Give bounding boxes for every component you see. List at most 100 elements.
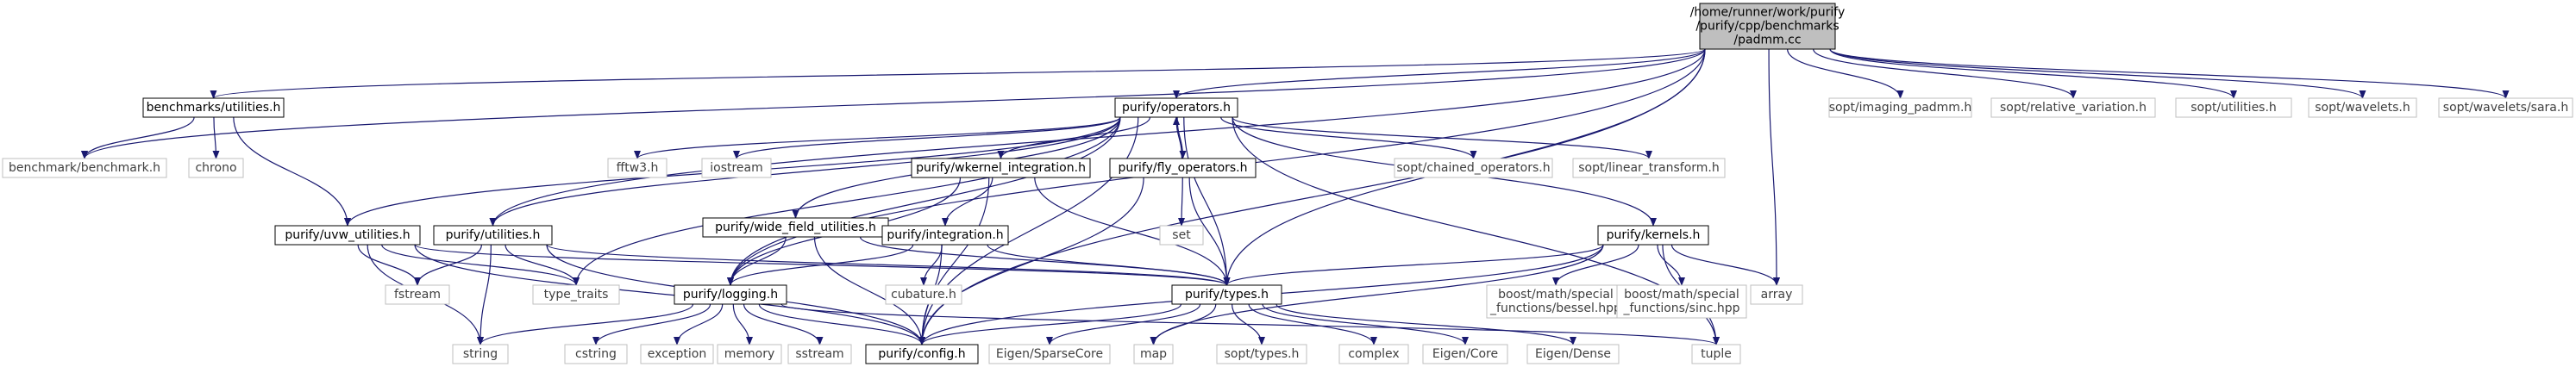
node-sopt_types-label-0: sopt/types.h xyxy=(1225,347,1300,361)
node-purify_utilities[interactable]: purify/utilities.h xyxy=(433,225,553,246)
edge-fly_operators-to-operators xyxy=(1173,116,1182,159)
node-linear_transform-label-0: sopt/linear_transform.h xyxy=(1578,161,1720,175)
edge-purify_utilities-to-fstream xyxy=(414,244,482,286)
node-linear_transform: sopt/linear_transform.h xyxy=(1572,158,1726,178)
edge-types-to-config xyxy=(918,303,1182,345)
node-memory: memory xyxy=(717,344,782,364)
node-map-label-0: map xyxy=(1140,347,1167,361)
edge-kernels-to-sinc xyxy=(1657,244,1685,286)
node-wavelets-box xyxy=(2308,97,2417,118)
edge-kernels-to-array xyxy=(1670,244,1780,286)
node-integration[interactable]: purify/integration.h xyxy=(881,225,1009,246)
node-exception-label-0: exception xyxy=(648,347,706,361)
node-purify_utilities-box xyxy=(433,225,553,246)
node-sinc-label-0: boost/math/special xyxy=(1624,288,1739,302)
node-kernels[interactable]: purify/kernels.h xyxy=(1597,225,1709,246)
node-sopt_utilities-label-0: sopt/utilities.h xyxy=(2191,101,2277,115)
node-array: array xyxy=(1750,284,1803,305)
node-string-box xyxy=(452,344,509,364)
node-bessel-label-1: _functions/bessel.hpp xyxy=(1489,302,1621,315)
node-eigen_core-label-0: Eigen/Core xyxy=(1432,347,1498,361)
node-wavelets: sopt/wavelets.h xyxy=(2308,97,2417,118)
node-fftw3-box xyxy=(607,158,668,178)
node-uvw_utilities-box xyxy=(274,225,421,246)
node-purify_utilities-label-0: purify/utilities.h xyxy=(446,228,541,242)
node-types[interactable]: purify/types.h xyxy=(1171,284,1282,305)
node-tuple: tuple xyxy=(1691,344,1741,364)
edge-operators-to-purify_utilities xyxy=(489,116,1121,227)
node-string: string xyxy=(452,344,509,364)
edge-root-to-operators xyxy=(1173,48,1706,99)
edge-purify_utilities-to-string xyxy=(477,244,492,345)
edge-purify_utilities-to-type_traits xyxy=(505,244,580,286)
node-iostream-label-0: iostream xyxy=(710,161,763,175)
edge-wide_field-to-types xyxy=(859,236,1231,286)
node-imaging_padmm: sopt/imaging_padmm.h xyxy=(1828,97,1972,118)
edge-operators-to-types xyxy=(1183,116,1231,286)
edge-uvw_utilities-to-type_traits xyxy=(381,244,580,286)
node-config-box xyxy=(865,344,979,364)
node-eigen_dense-box xyxy=(1526,344,1620,364)
edge-types-to-eigen_dense xyxy=(1275,303,1576,345)
node-type_traits: type_traits xyxy=(532,284,620,305)
node-sinc-box xyxy=(1616,284,1747,319)
edge-fly_operators-to-set xyxy=(1178,177,1186,227)
edge-bench_utilities-to-benchmark xyxy=(81,116,195,159)
node-wide_field[interactable]: purify/wide_field_utilities.h xyxy=(702,217,889,238)
edge-logging-to-string xyxy=(477,303,694,345)
node-wkernel[interactable]: purify/wkernel_integration.h xyxy=(911,158,1091,178)
node-eigen_core: Eigen/Core xyxy=(1422,344,1508,364)
node-root-label-2: /padmm.cc xyxy=(1733,34,1801,47)
edge-wide_field-to-config xyxy=(813,236,925,345)
node-cstring-box xyxy=(564,344,628,364)
node-fly_operators[interactable]: purify/fly_operators.h xyxy=(1109,158,1257,178)
edge-logging-to-tuple xyxy=(780,303,1720,345)
node-eigen_core-box xyxy=(1422,344,1508,364)
node-integration-label-0: purify/integration.h xyxy=(887,228,1003,242)
node-complex-box xyxy=(1338,344,1409,364)
node-logging-label-0: purify/logging.h xyxy=(683,288,778,302)
edge-root-to-bench_utilities xyxy=(210,48,1706,99)
node-fly_operators-box xyxy=(1109,158,1257,178)
node-relative_variation-label-0: sopt/relative_variation.h xyxy=(2000,101,2147,115)
node-fstream-box xyxy=(385,284,450,305)
edge-root-to-imaging_padmm xyxy=(1787,48,1904,99)
node-string-label-0: string xyxy=(463,347,498,361)
edge-logging-to-config xyxy=(758,303,925,345)
node-sopt_utilities: sopt/utilities.h xyxy=(2175,97,2292,118)
node-cubature-label-0: cubature.h xyxy=(891,288,956,302)
node-bench_utilities[interactable]: benchmarks/utilities.h xyxy=(142,97,285,118)
node-fly_operators-label-0: purify/fly_operators.h xyxy=(1118,161,1247,175)
node-uvw_utilities-label-0: purify/uvw_utilities.h xyxy=(285,228,410,242)
node-sstream: sstream xyxy=(787,344,852,364)
node-benchmark-label-0: benchmark/benchmark.h xyxy=(9,161,160,175)
node-sstream-box xyxy=(787,344,852,364)
node-logging[interactable]: purify/logging.h xyxy=(674,284,787,305)
node-map: map xyxy=(1133,344,1174,364)
node-root-label-0: /home/runner/work/purify xyxy=(1690,6,1846,20)
node-iostream-box xyxy=(701,158,772,178)
node-array-label-0: array xyxy=(1761,288,1793,302)
node-logging-box xyxy=(674,284,787,305)
node-bench_utilities-box xyxy=(142,97,285,118)
edge-root-to-relative_variation xyxy=(1813,48,2077,99)
edge-types-to-complex xyxy=(1248,303,1377,345)
node-operators-label-0: purify/operators.h xyxy=(1122,101,1231,115)
node-config[interactable]: purify/config.h xyxy=(865,344,979,364)
edge-kernels-to-bessel xyxy=(1552,244,1639,286)
node-chrono-box xyxy=(188,158,244,178)
node-array-box xyxy=(1750,284,1803,305)
node-sinc: boost/math/special_functions/sinc.hpp xyxy=(1616,284,1747,319)
node-operators-box xyxy=(1114,97,1238,118)
node-linear_transform-box xyxy=(1572,158,1726,178)
node-sinc-label-1: _functions/sinc.hpp xyxy=(1622,302,1739,315)
node-wavelets_sara-label-0: sopt/wavelets/sara.h xyxy=(2443,101,2568,115)
node-relative_variation: sopt/relative_variation.h xyxy=(1990,97,2156,118)
node-operators[interactable]: purify/operators.h xyxy=(1114,97,1238,118)
node-uvw_utilities[interactable]: purify/uvw_utilities.h xyxy=(274,225,421,246)
node-benchmark-box xyxy=(2,158,167,178)
node-sopt_types-box xyxy=(1216,344,1307,364)
node-eigen_dense: Eigen/Dense xyxy=(1526,344,1620,364)
node-root[interactable]: /home/runner/work/purify/purify/cpp/benc… xyxy=(1690,3,1846,50)
edge-root-to-wavelets_sara xyxy=(1829,48,2510,99)
